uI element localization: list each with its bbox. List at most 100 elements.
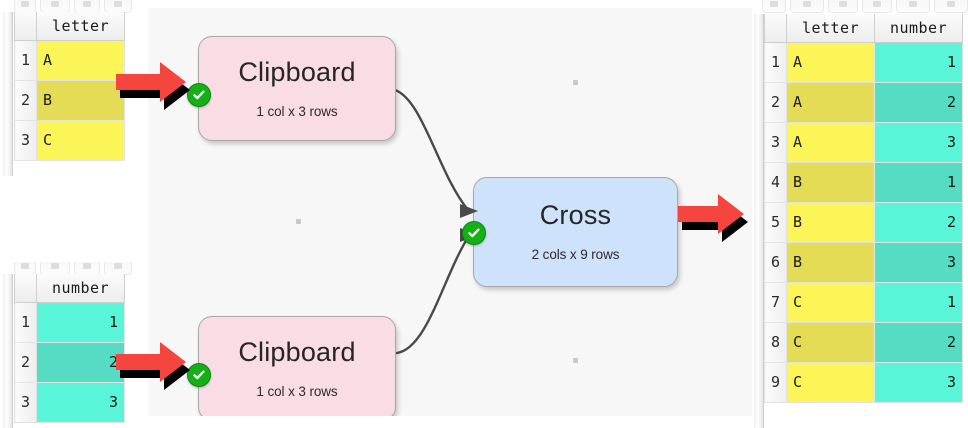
- cell-letter-9[interactable]: C: [786, 361, 876, 403]
- row-header[interactable]: 2: [763, 81, 788, 123]
- row-header[interactable]: 8: [763, 321, 788, 363]
- row-header[interactable]: 2: [13, 79, 38, 121]
- cell-number-4[interactable]: 1: [874, 161, 964, 203]
- toolbar-icon-ghost: [51, 1, 59, 7]
- table-corner-cell: [13, 274, 38, 303]
- flow-canvas[interactable]: Clipboard 1 col x 3 rows Cross 2 cols x …: [148, 8, 753, 416]
- node-clipboard-bottom[interactable]: Clipboard 1 col x 3 rows: [187, 316, 396, 416]
- cell-letter-4[interactable]: B: [786, 161, 876, 203]
- cell-number-6[interactable]: 3: [874, 241, 964, 283]
- row-header[interactable]: 7: [763, 281, 788, 323]
- cell-letter-1[interactable]: A: [36, 39, 126, 81]
- status-ok-icon: [462, 221, 486, 245]
- status-ok-icon: [187, 363, 211, 387]
- node-title: Clipboard: [238, 336, 356, 367]
- row-header[interactable]: 4: [763, 161, 788, 203]
- toolbar-button-ghost[interactable]: [790, 0, 824, 13]
- row-header[interactable]: 1: [763, 41, 788, 83]
- cell-number-1[interactable]: 1: [874, 41, 964, 83]
- column-header-number[interactable]: number: [874, 14, 964, 43]
- cell-letter-2[interactable]: B: [36, 79, 126, 121]
- row-header[interactable]: 2: [13, 341, 38, 383]
- table-corner-cell: [13, 12, 38, 41]
- toolbar-button-ghost[interactable]: [762, 0, 786, 13]
- toolbar-icon-ghost: [770, 1, 778, 7]
- cross-input-arrowhead-1: [460, 204, 478, 218]
- cell-letter-5[interactable]: B: [786, 201, 876, 243]
- cell-number-9[interactable]: 3: [874, 361, 964, 403]
- toolbar-icon-ghost: [873, 1, 881, 7]
- right-arrow-icon: [116, 342, 190, 390]
- cell-number-3[interactable]: 3: [874, 121, 964, 163]
- cell-letter-3[interactable]: C: [36, 119, 126, 161]
- toolbar-button-ghost[interactable]: [862, 0, 892, 13]
- cell-number-3[interactable]: 3: [36, 381, 126, 423]
- column-header-letter[interactable]: letter: [36, 12, 126, 41]
- toolbar-icon-ghost: [114, 1, 122, 7]
- row-header[interactable]: 3: [13, 381, 38, 423]
- cell-letter-8[interactable]: C: [786, 321, 876, 363]
- cell-number-2[interactable]: 2: [874, 81, 964, 123]
- vertical-scrollbar[interactable]: [3, 12, 13, 176]
- column-header-letter[interactable]: letter: [786, 14, 876, 43]
- row-header[interactable]: 1: [13, 39, 38, 81]
- row-header[interactable]: 9: [763, 361, 788, 403]
- toolbar-icon-ghost: [21, 263, 29, 269]
- cell-letter-2[interactable]: A: [786, 81, 876, 123]
- row-header[interactable]: 3: [13, 119, 38, 161]
- toolbar-button-ghost[interactable]: [934, 0, 968, 13]
- cell-number-7[interactable]: 1: [874, 281, 964, 323]
- vertical-scrollbar[interactable]: [754, 14, 764, 428]
- node-cross[interactable]: Cross 2 cols x 9 rows: [462, 177, 678, 287]
- toolbar-icon-ghost: [51, 263, 59, 269]
- toolbar-button-ghost[interactable]: [828, 0, 858, 13]
- toolbar-icon-ghost: [114, 263, 122, 269]
- cell-number-2[interactable]: 2: [36, 341, 126, 383]
- row-header[interactable]: 3: [763, 121, 788, 163]
- cell-letter-3[interactable]: A: [786, 121, 876, 163]
- right-arrow-icon: [678, 194, 748, 242]
- row-header[interactable]: 5: [763, 201, 788, 243]
- node-subtitle: 2 cols x 9 rows: [531, 247, 620, 262]
- vertical-scrollbar[interactable]: [3, 274, 13, 428]
- cell-letter-7[interactable]: C: [786, 281, 876, 323]
- toolbar-icon-ghost: [803, 1, 811, 7]
- table-corner-cell: [763, 14, 788, 43]
- toolbar-icon-ghost: [21, 1, 29, 7]
- toolbar-icon-ghost: [947, 1, 955, 7]
- row-header[interactable]: 1: [13, 301, 38, 343]
- toolbar-icon-ghost: [83, 263, 91, 269]
- row-header[interactable]: 6: [763, 241, 788, 283]
- cell-letter-6[interactable]: B: [786, 241, 876, 283]
- node-clipboard-top[interactable]: Clipboard 1 col x 3 rows: [187, 36, 396, 141]
- cell-number-5[interactable]: 2: [874, 201, 964, 243]
- column-header-number[interactable]: number: [36, 274, 126, 303]
- toolbar-button-ghost[interactable]: [896, 0, 930, 13]
- cell-number-8[interactable]: 2: [874, 321, 964, 363]
- cell-letter-1[interactable]: A: [786, 41, 876, 83]
- cell-number-1[interactable]: 1: [36, 301, 126, 343]
- toolbar-ghost: [762, 0, 968, 14]
